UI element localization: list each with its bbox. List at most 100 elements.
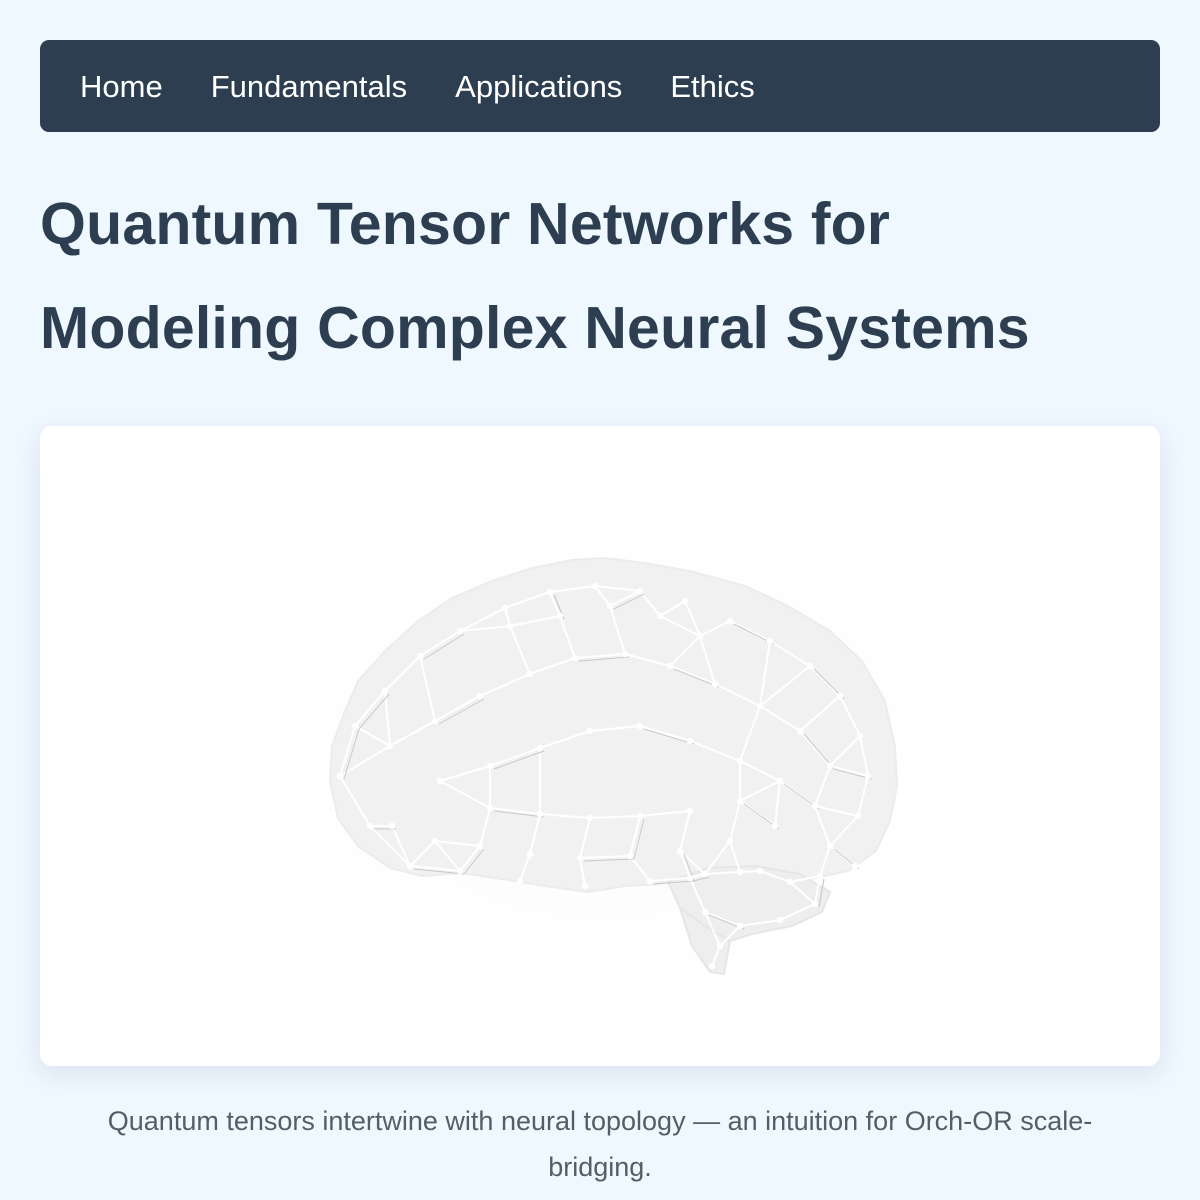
mesh-edge: [409, 865, 461, 872]
mesh-edge: [629, 815, 641, 857]
mesh-edge: [769, 640, 811, 667]
mesh-shadow-edge: [673, 668, 720, 688]
mesh-edge: [774, 780, 781, 827]
neuron-node: [776, 777, 784, 785]
mesh-edge: [589, 725, 641, 732]
neuron-node: [536, 810, 544, 818]
mesh-edge: [719, 925, 741, 947]
neuron-node: [686, 807, 694, 815]
neuron-node: [686, 874, 694, 882]
mesh-edge: [639, 810, 691, 817]
cerebrum-shape: [328, 556, 899, 894]
mesh-edge: [829, 735, 861, 767]
neuron-node: [526, 670, 534, 678]
mesh-edge: [384, 690, 391, 747]
nav-link-fundamentals[interactable]: Fundamentals: [210, 68, 408, 104]
neuron-node: [756, 867, 764, 875]
neuron-node: [856, 732, 864, 740]
mesh-shadow-edge: [578, 656, 630, 662]
top-navigation-bar: Home Fundamentals Applications Ethics: [40, 40, 1160, 132]
neuron-node: [431, 717, 439, 725]
neuron-node: [506, 622, 514, 630]
neuron-node: [864, 772, 872, 780]
neuron-node: [431, 837, 439, 845]
neuron-node: [351, 722, 359, 730]
neuron-node: [581, 882, 589, 890]
neuron-node: [546, 588, 554, 596]
mesh-edge: [704, 911, 741, 927]
mesh-edge: [479, 673, 531, 697]
neuron-node: [476, 842, 484, 850]
neuron-node: [636, 812, 644, 820]
mesh-edge: [714, 683, 761, 707]
mesh-edge: [814, 875, 821, 905]
neuron-node: [591, 582, 599, 590]
mesh-edge: [729, 620, 771, 642]
mesh-edge: [739, 780, 781, 802]
nav-link-ethics[interactable]: Ethics: [670, 68, 755, 104]
mesh-edge: [829, 815, 859, 847]
hero-caption: Quantum tensors intertwine with neural t…: [107, 1106, 1093, 1182]
mesh-edge: [814, 765, 831, 807]
neuron-node: [586, 814, 594, 822]
neuron-node: [826, 842, 834, 850]
neuron-node: [486, 762, 494, 770]
mesh-edge: [679, 810, 691, 852]
mesh-edge: [649, 877, 691, 882]
neuron-node: [646, 877, 654, 885]
neuron-node: [666, 662, 674, 670]
mesh-edge: [409, 840, 436, 867]
mesh-edge: [609, 605, 626, 655]
mesh-edge: [739, 870, 761, 873]
mesh-edge: [704, 840, 731, 875]
neuron-node: [851, 862, 859, 870]
mesh-edge: [439, 765, 491, 782]
mesh-edge: [857, 775, 869, 817]
mesh-edge: [759, 665, 811, 707]
mesh-edge: [689, 740, 741, 762]
mesh-edge: [434, 840, 461, 872]
neuron-node: [636, 587, 644, 595]
neuron-node: [701, 908, 709, 916]
neuron-node: [486, 804, 494, 812]
mesh-edge: [839, 695, 861, 737]
neuron-node: [366, 822, 374, 830]
neuron-node: [516, 877, 524, 885]
neuron-node: [786, 878, 794, 886]
neuron-node: [776, 916, 784, 924]
mesh-shadow-edge: [358, 693, 390, 730]
neural-mesh-shadow-lines: [343, 593, 873, 930]
neuron-node: [681, 597, 689, 605]
mesh-shadow-edge: [493, 810, 545, 818]
mesh-shadow-edge: [583, 858, 635, 862]
mesh-shadow-edge: [463, 848, 485, 875]
mesh-edge: [439, 780, 491, 809]
neuron-node: [811, 802, 819, 810]
mesh-edge: [639, 725, 691, 742]
neuron-node: [456, 627, 464, 635]
nav-link-home[interactable]: Home: [80, 68, 163, 104]
mesh-edge: [711, 945, 721, 967]
mesh-edge: [729, 840, 741, 873]
neuron-node: [336, 772, 344, 780]
mesh-shadow-edge: [438, 698, 485, 725]
mesh-edge: [739, 705, 761, 762]
neuron-node: [536, 744, 544, 752]
brain-stem-shape: [678, 905, 732, 976]
mesh-edge: [669, 665, 716, 685]
mesh-edge: [419, 655, 436, 722]
mesh-edge: [339, 745, 391, 777]
mesh-edge: [339, 775, 371, 827]
mesh-edge: [574, 653, 626, 659]
mesh-edge: [434, 695, 481, 722]
neuron-node: [701, 870, 709, 878]
mesh-edge: [684, 600, 701, 637]
mesh-edge: [489, 807, 541, 815]
neuron-node: [708, 962, 716, 970]
mesh-edge: [391, 825, 411, 867]
mesh-edge: [339, 725, 356, 777]
neuron-node: [766, 637, 774, 645]
hero-image-card: [40, 426, 1160, 1066]
nav-link-applications[interactable]: Applications: [455, 68, 623, 104]
